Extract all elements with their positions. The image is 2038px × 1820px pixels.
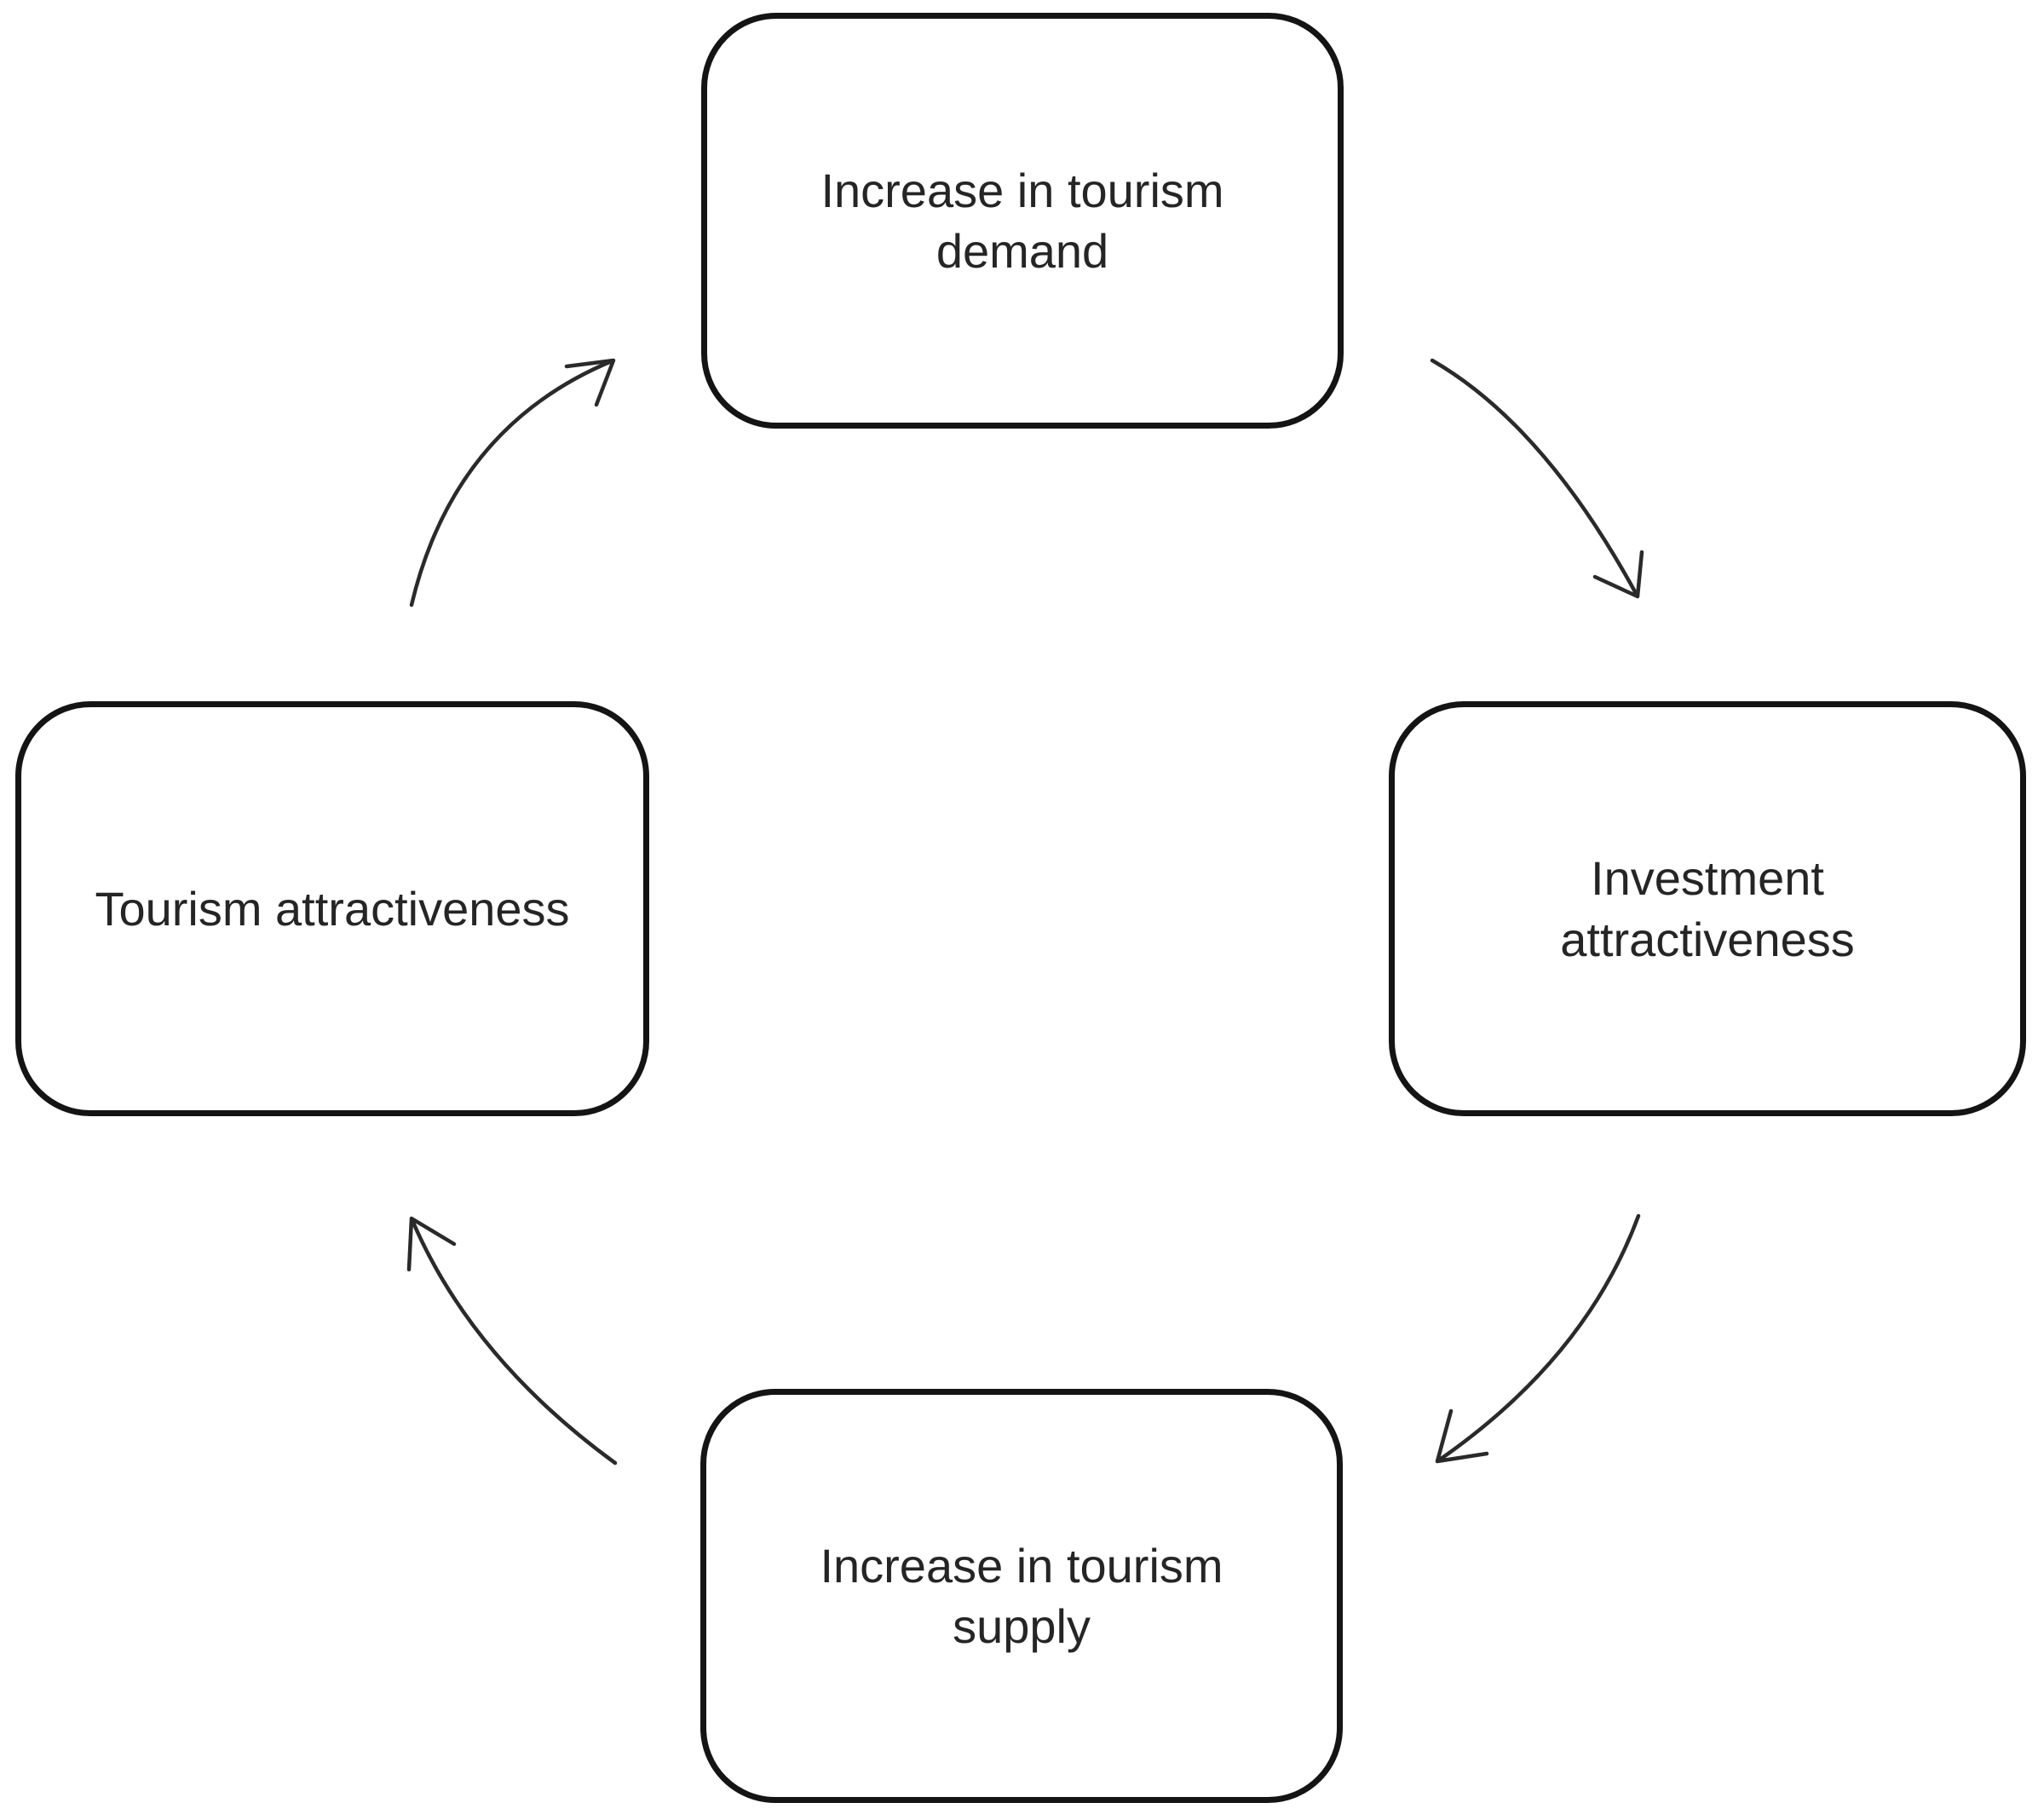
arrow-investment-to-tourism-supply <box>1435 1213 1641 1464</box>
node-label: Increase in tourism supply <box>820 1538 1223 1653</box>
node-label: Investment attractiveness <box>1560 851 1855 966</box>
node-tourism-attractiveness: Tourism attractiveness <box>15 701 649 1116</box>
node-investment-attractiveness: Investment attractiveness <box>1389 701 2026 1116</box>
arrow-supply-to-tourism-attractiveness <box>406 1216 618 1466</box>
arrow-demand-to-investment-attractiveness <box>1430 358 1644 599</box>
node-label: Increase in tourism demand <box>820 163 1224 278</box>
node-increase-in-tourism-supply: Increase in tourism supply <box>700 1389 1343 1803</box>
arrow-attractiveness-to-tourism-demand <box>409 358 616 608</box>
node-label: Tourism attractiveness <box>95 881 570 936</box>
node-increase-in-tourism-demand: Increase in tourism demand <box>701 13 1344 429</box>
